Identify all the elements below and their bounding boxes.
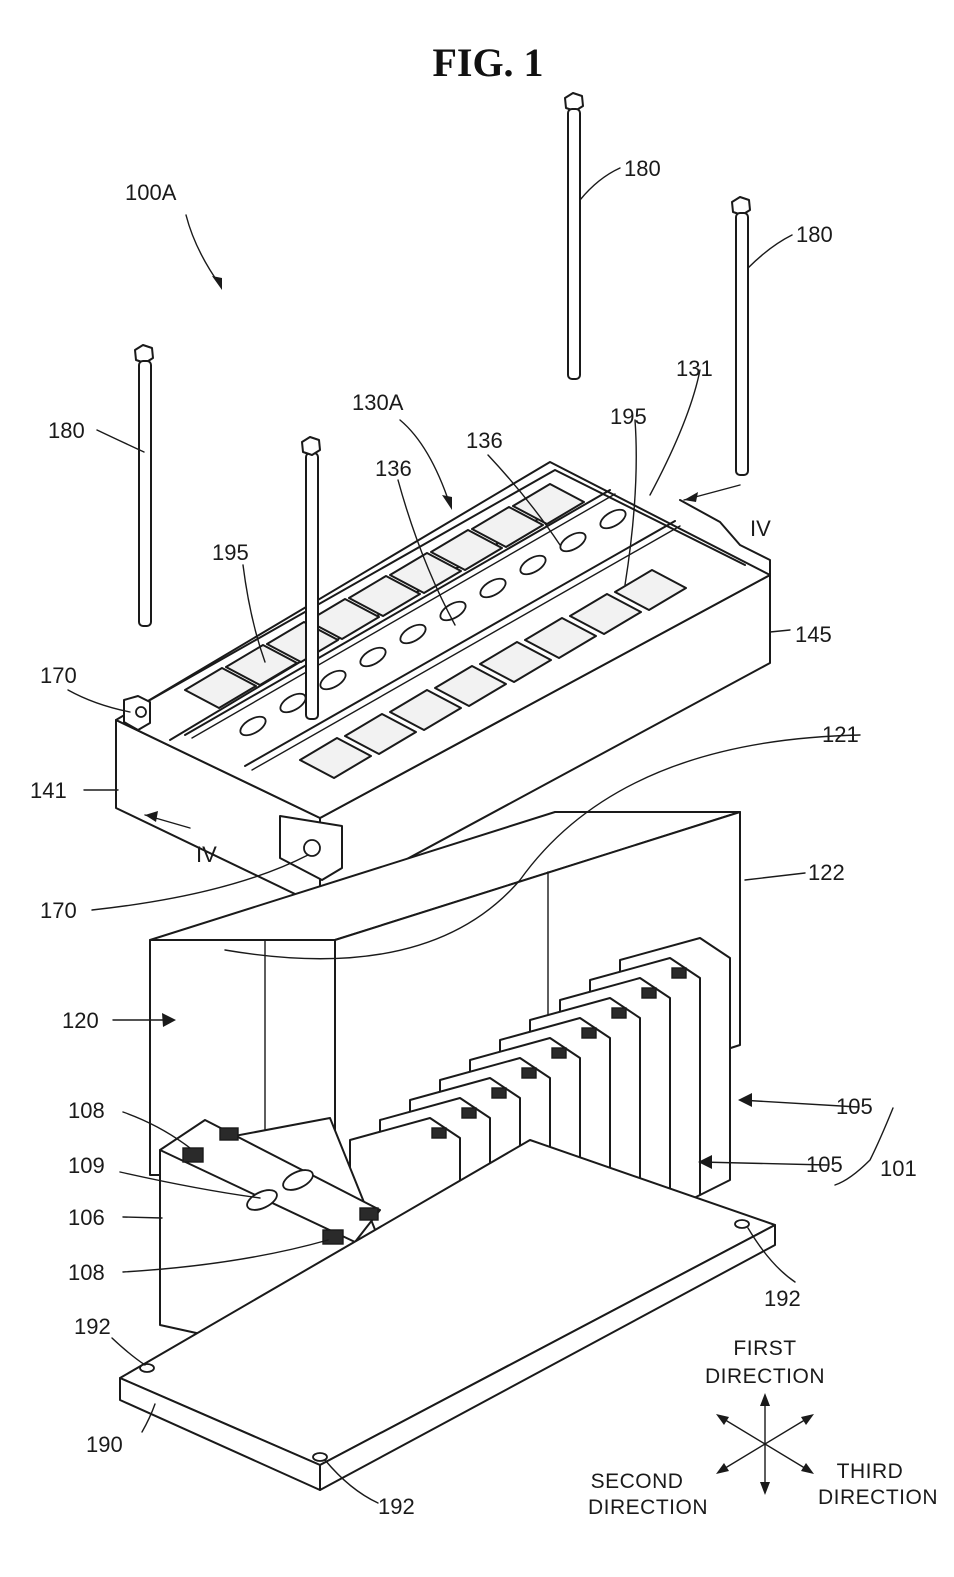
bolt-top-right <box>732 197 750 475</box>
arrow-upright-icon <box>801 1414 814 1425</box>
label-195-right: 195 <box>610 404 647 429</box>
first-direction-line1: FIRST <box>733 1337 796 1360</box>
label-130A: 130A <box>352 390 404 415</box>
label-122: 122 <box>808 860 845 885</box>
arrow-upleft-icon <box>716 1414 729 1425</box>
label-136-upper: 136 <box>466 428 503 453</box>
label-192-bottom: 192 <box>378 1494 415 1519</box>
direction-indicator: FIRST DIRECTION SECOND DIRECTION THIRD D… <box>588 1337 938 1519</box>
label-106: 106 <box>68 1205 105 1230</box>
fastening-hole-right <box>735 1220 749 1228</box>
label-141: 141 <box>30 778 67 803</box>
fastening-hole-left <box>140 1364 154 1372</box>
label-105-upper: 105 <box>836 1094 873 1119</box>
third-direction-line1: THIRD <box>837 1460 904 1483</box>
arrow-downleft-icon <box>716 1463 729 1474</box>
bolt-top-center <box>565 93 583 379</box>
label-108-upper: 108 <box>68 1098 105 1123</box>
label-195-left: 195 <box>212 540 249 565</box>
second-direction-line1: SECOND <box>591 1470 684 1493</box>
label-180-right: 180 <box>796 222 833 247</box>
label-121: 121 <box>822 722 859 747</box>
label-105-lower: 105 <box>806 1152 843 1177</box>
label-170-left: 170 <box>40 663 77 688</box>
arrow-up-icon <box>760 1393 770 1406</box>
bolt-center <box>306 453 318 719</box>
label-136-lower: 136 <box>375 456 412 481</box>
label-180-left: 180 <box>48 418 85 443</box>
bolt-left <box>135 345 153 626</box>
label-190: 190 <box>86 1432 123 1457</box>
label-120: 120 <box>62 1008 99 1033</box>
label-IV-left: IV <box>196 842 217 867</box>
terminal-front-left <box>183 1148 203 1162</box>
label-145: 145 <box>795 622 832 647</box>
second-direction-line2: DIRECTION <box>588 1496 708 1519</box>
label-131: 131 <box>676 356 713 381</box>
terminal-back-left <box>220 1128 238 1140</box>
label-100A: 100A <box>125 180 177 205</box>
figure-title: FIG. 1 <box>432 40 543 85</box>
label-101: 101 <box>880 1156 917 1181</box>
arrow-downright-icon <box>801 1463 814 1474</box>
label-IV-right: IV <box>750 516 771 541</box>
arrow-down-icon <box>760 1482 770 1495</box>
bolt-center-head <box>302 437 320 455</box>
label-170-bottom: 170 <box>40 898 77 923</box>
label-192-left: 192 <box>74 1314 111 1339</box>
third-direction-line2: DIRECTION <box>818 1486 938 1509</box>
first-direction-line2: DIRECTION <box>705 1365 825 1388</box>
label-180-top: 180 <box>624 156 661 181</box>
terminal-back-right <box>360 1208 378 1220</box>
label-192-right: 192 <box>764 1286 801 1311</box>
label-109: 109 <box>68 1153 105 1178</box>
terminal-front-right <box>323 1230 343 1244</box>
label-108-lower: 108 <box>68 1260 105 1285</box>
